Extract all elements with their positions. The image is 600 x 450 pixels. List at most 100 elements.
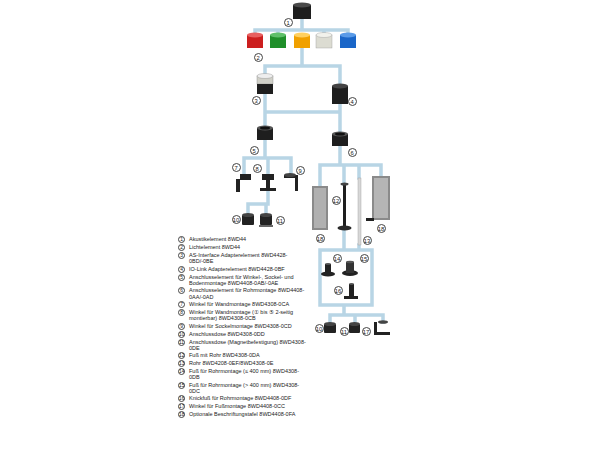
callout-number: 4 (348, 97, 357, 106)
foot-with-tube (338, 226, 352, 231)
list-row: 18 Optionale Beschriftungstafel 8WD4408-0… (178, 411, 310, 418)
label-plate (312, 186, 328, 230)
hinged-foot (349, 284, 354, 296)
hinged-foot (349, 283, 354, 285)
tube-mounting (312, 176, 390, 245)
foot-with-tube (341, 183, 349, 186)
list-number: 10 (178, 331, 185, 338)
base-bracket (284, 173, 296, 177)
list-row: 16Knickfuß für Rohrmontage 8WD4408-0DF (178, 395, 310, 402)
tube-foot (325, 263, 331, 265)
connection-element (332, 132, 348, 137)
callout-number: 7 (232, 163, 241, 172)
part-description: Winkel für Sockelmontage 8WD4308-0CD (189, 323, 307, 329)
list-row: 8 Winkel für Wandmontage (① bis ⑤ 2-seiti… (178, 309, 310, 322)
list-number: 18 (178, 411, 185, 418)
list-row: 4 IO-Link Adapterelement 8WD4428-0BF (178, 266, 310, 273)
acoustic-element (293, 3, 311, 20)
light-element (340, 33, 356, 38)
list-number: 11 (178, 339, 185, 346)
part-description: Lichtelement 8WD44 (189, 244, 307, 250)
parts-list: 1 Akustikelement 8WD44 2 Lichtelement 8WD44… (178, 236, 310, 419)
callout-number: 12 (332, 196, 341, 205)
brackets (236, 173, 298, 192)
list-row: 1 Akustikelement 8WD44 (178, 236, 310, 243)
list-number: 8 (178, 309, 185, 316)
list-row: 9 Winkel für Sockelmontage 8WD4308-0CD (178, 323, 310, 330)
list-row: 6Anschlusselement für Rohrmontage 8WD440… (178, 287, 310, 300)
callout-number: 8 (253, 164, 262, 173)
wall-bracket (236, 179, 240, 192)
adapter-elements (257, 74, 348, 105)
tube (358, 178, 361, 245)
list-number: 7 (178, 301, 185, 308)
list-row: 11 Anschlussdose (Magnetbefestigung) 8WD4… (178, 339, 310, 352)
connection-elements (257, 126, 348, 147)
list-row: 3AS-Interface Adapterelement 8WD4428-0BD… (178, 252, 310, 265)
callout-number: 11 (276, 216, 285, 225)
iolink-adapter (332, 84, 348, 89)
callout-number: 9 (296, 166, 305, 175)
list-number: 13 (178, 360, 185, 367)
part-description: Knickfuß für Rohrmontage 8WD4408-0DF (189, 395, 307, 401)
callout-number: 16 (334, 286, 343, 295)
callout-number: 17 (362, 327, 371, 336)
base-bracket (284, 175, 298, 191)
callout-number: 5 (250, 146, 259, 155)
wall-bracket (262, 174, 274, 180)
callout-number: 10 (315, 324, 324, 333)
part-description: Akustikelement 8WD44 (189, 236, 307, 242)
part-description: Fuß für Rohrmontage (> 400 mm) 8WD4308-0… (189, 382, 307, 395)
part-description: IO-Link Adapterelement 8WD4428-0BF (189, 266, 307, 272)
iolink-adapter (332, 86, 348, 104)
list-number: 9 (178, 323, 185, 330)
label-plate (366, 218, 374, 221)
list-row: 12Fuß mit Rohr 8WD4308-0DA (178, 352, 310, 359)
part-description: Anschlusselement für Rohrmontage 8WD4408… (189, 287, 307, 300)
junction-box (349, 322, 360, 326)
part-description: Anschlusselement für Winkel-, Sockel- un… (189, 274, 307, 287)
callout-number: 18 (316, 234, 325, 243)
connection-element (335, 133, 345, 136)
list-number: 17 (178, 403, 185, 410)
callout-number: 13 (363, 236, 372, 245)
foot-bracket (374, 322, 390, 335)
list-number: 14 (178, 368, 185, 375)
junction-box (242, 213, 254, 217)
list-number: 5 (178, 274, 185, 281)
part-description: Anschlussdose (Magnetbefestigung) 8WD430… (189, 339, 307, 352)
wall-bracket (260, 188, 276, 191)
part-description: AS-Interface Adapterelement 8WD4428-0BD/… (189, 252, 307, 265)
part-description: Winkel für Wandmontage (① bis ⑤ 2-seitig… (189, 309, 307, 322)
callout-number: 14 (333, 254, 342, 263)
part-description: Rohr 8WD4208-0EF/8WD4308-0E (189, 360, 307, 366)
tube-foot (346, 262, 354, 273)
magnet-plate (259, 225, 273, 227)
asi-adapter (257, 84, 273, 94)
tube-feet (321, 261, 358, 299)
list-row: 10Anschlussdose 8WD4308-0DD (178, 331, 310, 338)
part-description: Winkel für Fußmontage 8WD4408-0CC (189, 403, 307, 409)
asi-adapter (257, 74, 273, 79)
list-number: 1 (178, 236, 185, 243)
callout-number: 10 (232, 215, 241, 224)
list-row: 2 Lichtelement 8WD44 (178, 244, 310, 251)
tube-foot (325, 264, 331, 274)
part-description: Winkel für Wandmontage 8WD4308-0CA (189, 301, 307, 307)
acoustic-element (293, 3, 311, 8)
list-row: 7 Winkel für Wandmontage 8WD4308-0CA (178, 301, 310, 308)
callout-number: 15 (360, 254, 369, 263)
callout-number: 1 (284, 18, 293, 27)
list-number: 4 (178, 266, 185, 273)
list-number: 12 (178, 352, 185, 359)
callout-number: 18 (377, 224, 386, 233)
callout-number: 3 (252, 96, 261, 105)
light-elements (247, 33, 356, 49)
list-number: 2 (178, 244, 185, 251)
light-element (247, 33, 263, 38)
part-description: Optionale Beschriftungstafel 8WD4408-0FA (189, 411, 307, 417)
junction-boxes-left (242, 213, 273, 227)
foot-bracket (378, 320, 388, 324)
